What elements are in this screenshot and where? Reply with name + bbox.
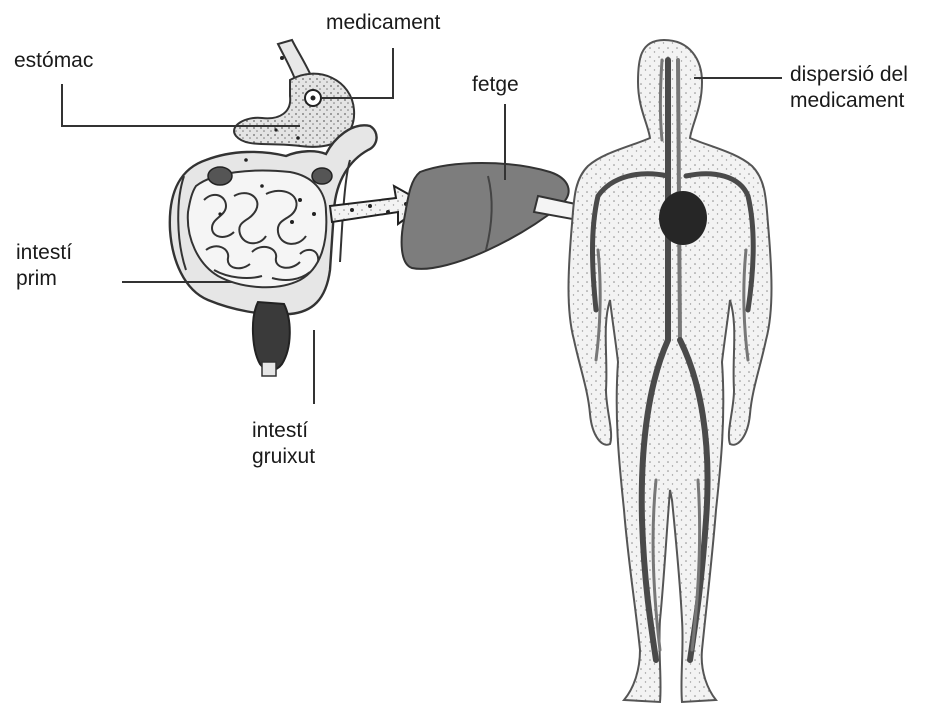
label-dispersion-line2: medicament xyxy=(790,88,908,114)
label-large-intestine-line2: gruixut xyxy=(252,444,315,470)
label-drug: medicament xyxy=(326,10,440,36)
label-large-intestine-line1: intestí xyxy=(252,418,315,444)
label-small-intestine-line2: prim xyxy=(16,266,72,292)
label-drug-text: medicament xyxy=(326,10,440,36)
label-small-intestine: intestí prim xyxy=(16,240,72,292)
label-stomach: estómac xyxy=(14,48,93,74)
drug-marker xyxy=(305,90,321,106)
human-body xyxy=(569,40,772,702)
rectum xyxy=(253,302,290,370)
label-liver: fetge xyxy=(472,72,519,98)
label-large-intestine: intestí gruixut xyxy=(252,418,315,470)
heart xyxy=(659,191,707,245)
small-intestine xyxy=(188,171,327,288)
liver xyxy=(402,163,569,269)
label-dispersion-line1: dispersió del xyxy=(790,62,908,88)
label-stomach-text: estómac xyxy=(14,48,93,74)
stomach xyxy=(234,74,354,147)
label-small-intestine-line1: intestí xyxy=(16,240,72,266)
label-liver-text: fetge xyxy=(472,72,519,98)
label-dispersion: dispersió del medicament xyxy=(790,62,908,114)
